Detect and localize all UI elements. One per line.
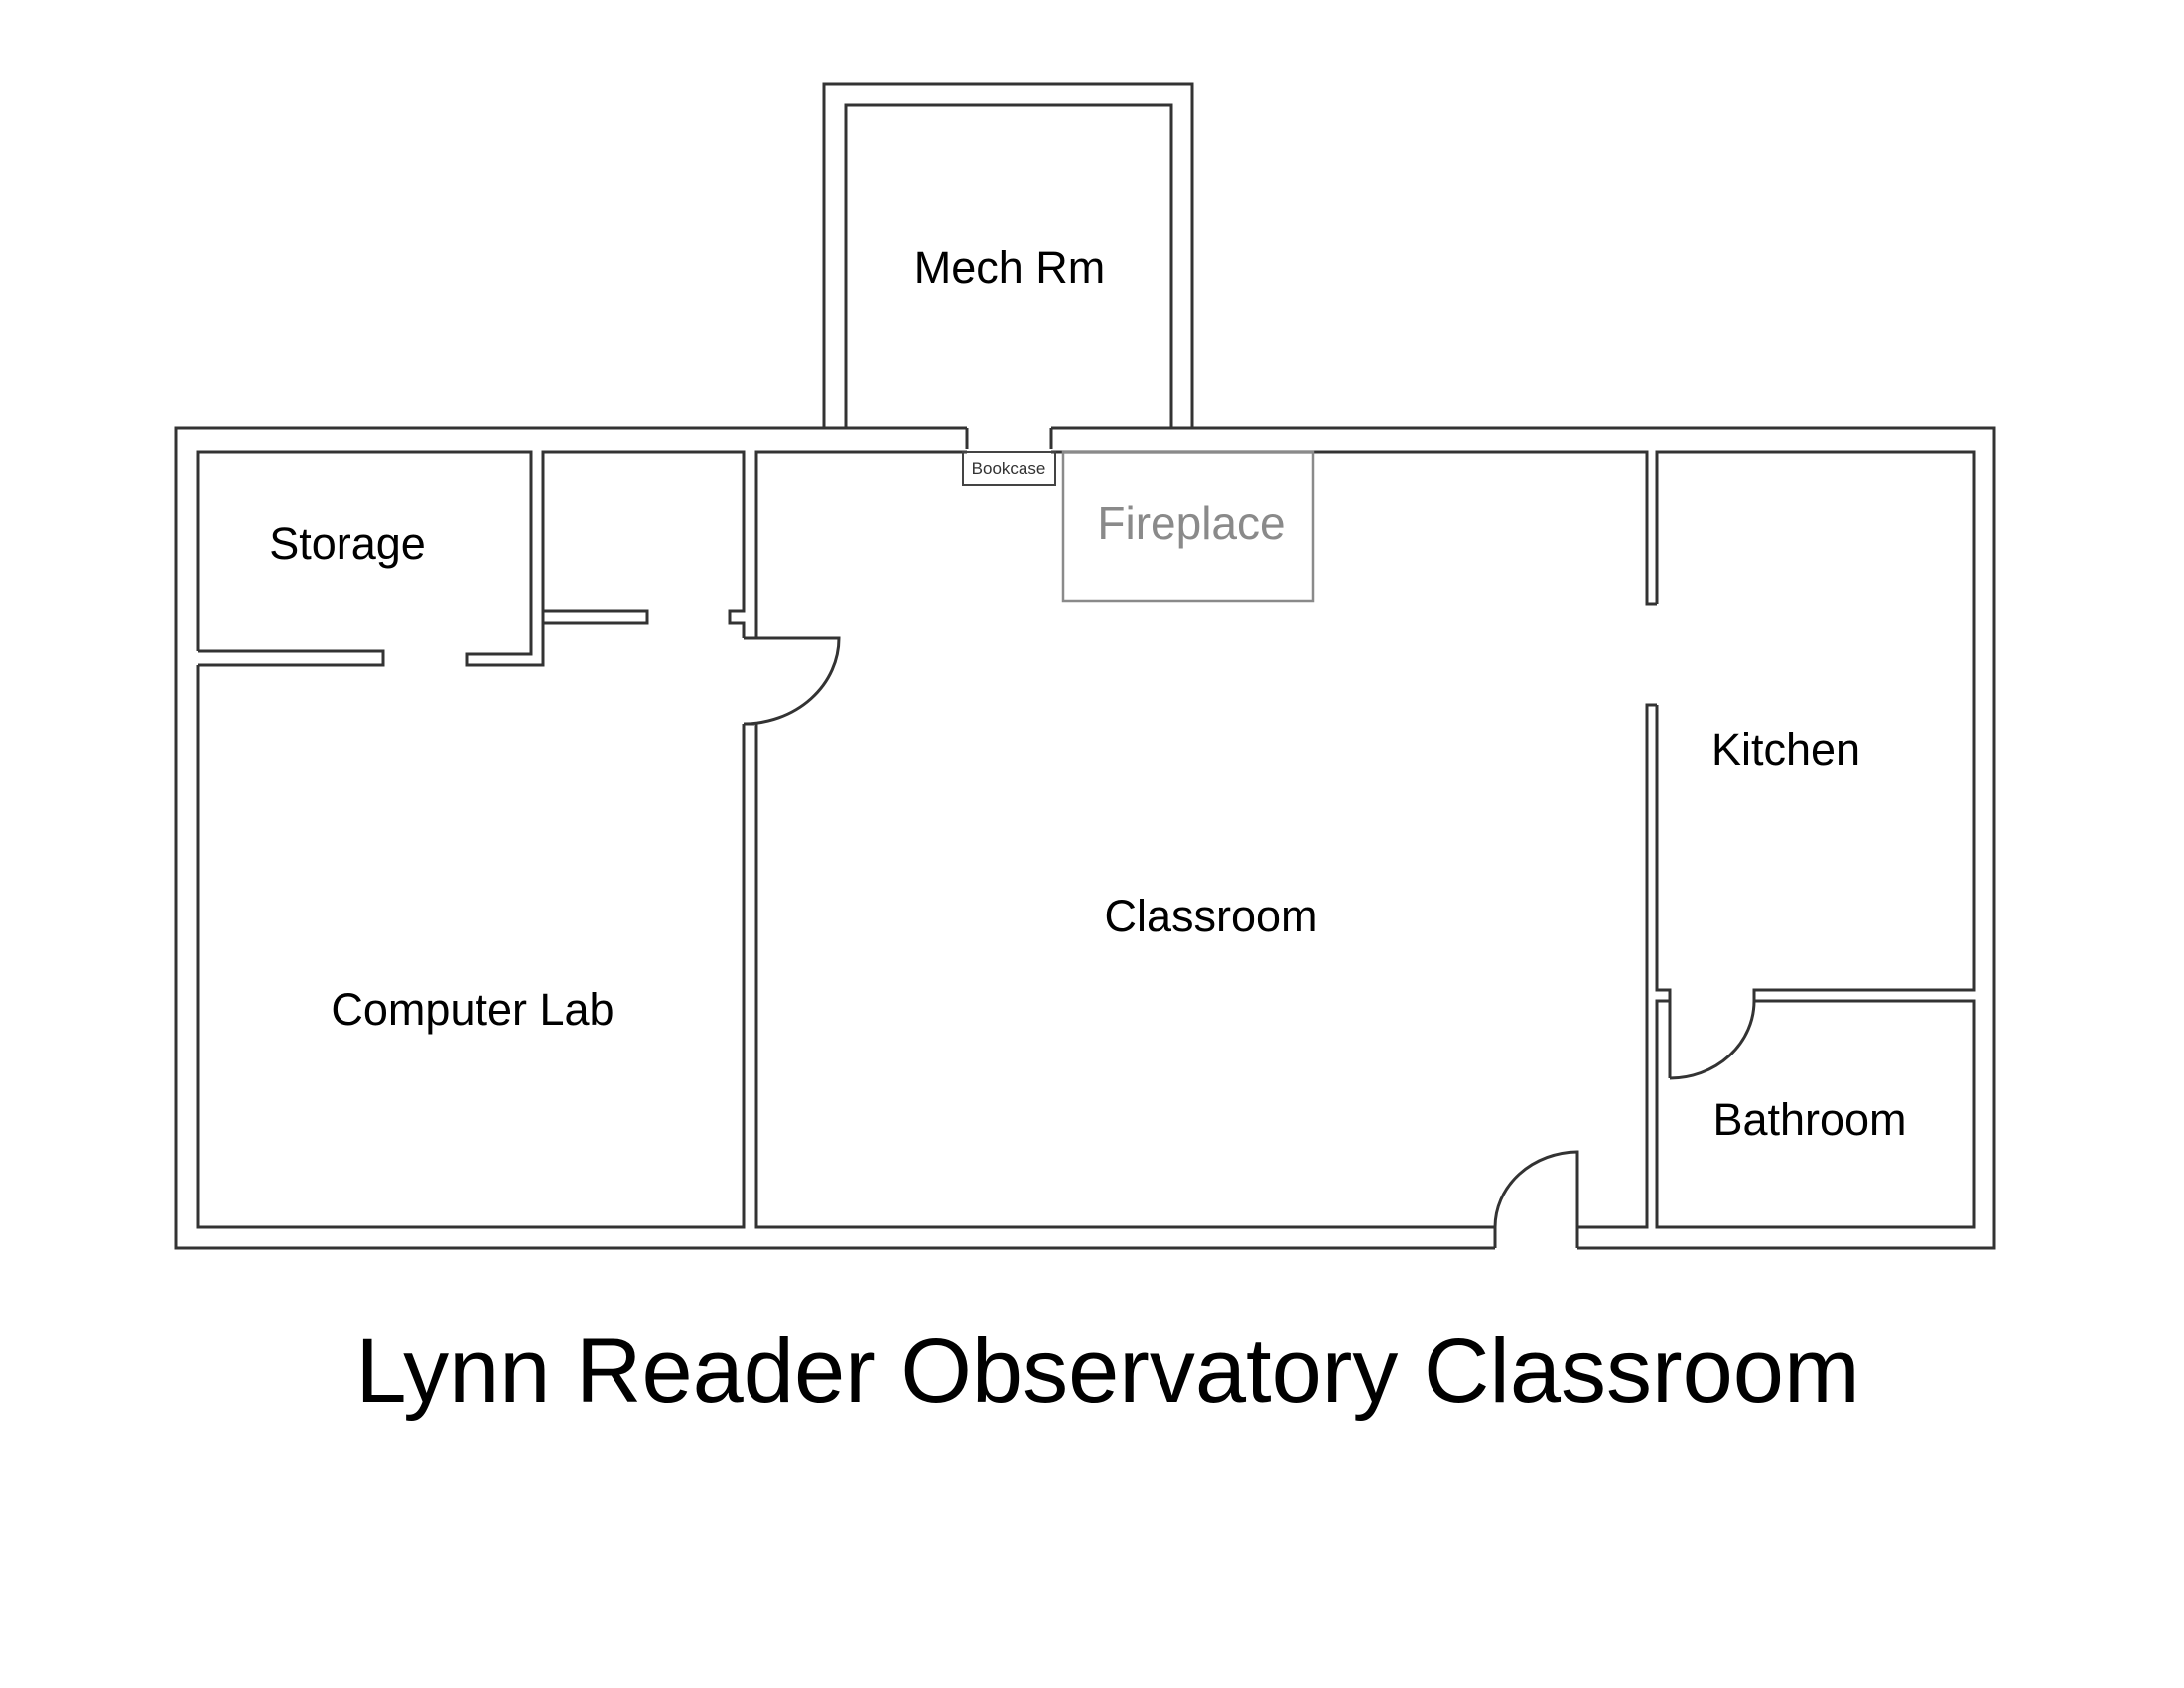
fireplace-label: Fireplace — [1097, 497, 1285, 549]
storage-door-gap-wall — [198, 649, 385, 667]
exterior-wall-outer — [174, 426, 1996, 1250]
classroom-walls — [754, 450, 1657, 1248]
east-wing — [1655, 450, 1976, 1229]
storage-label: Storage — [269, 518, 426, 569]
front-door-arc — [1493, 1150, 1579, 1248]
bathroom-label: Bathroom — [1712, 1094, 1906, 1145]
classroom-east-wall — [1577, 703, 1657, 1229]
kitchen-partition-wall — [1655, 705, 1672, 1001]
plan-title: Lynn Reader Observatory Classroom — [355, 1321, 1859, 1422]
bookcase-opening-wall — [965, 428, 1053, 449]
storage-wall — [196, 450, 746, 667]
fireplace — [1061, 450, 1315, 603]
bookcase-label: Bookcase — [972, 459, 1046, 478]
bookcase — [962, 451, 1056, 486]
computer-lab-door-arc — [743, 636, 841, 726]
bathroom-door-arc — [1669, 990, 1756, 1080]
kitchen-label: Kitchen — [1711, 724, 1860, 774]
mech-room-label: Mech Rm — [914, 242, 1106, 293]
kitchen-wall — [1655, 450, 1976, 1229]
west-wing — [196, 450, 841, 1229]
computer-lab-wall — [196, 665, 746, 1229]
mech-room-inner-wall — [844, 103, 1173, 428]
classroom-label: Classroom — [1104, 891, 1317, 941]
classroom-south-wall — [754, 724, 1497, 1248]
mech-room — [822, 82, 1194, 428]
mech-room-outer-wall — [822, 82, 1194, 428]
classroom-west-wall — [754, 450, 1657, 638]
computer-lab-label: Computer Lab — [331, 984, 614, 1035]
